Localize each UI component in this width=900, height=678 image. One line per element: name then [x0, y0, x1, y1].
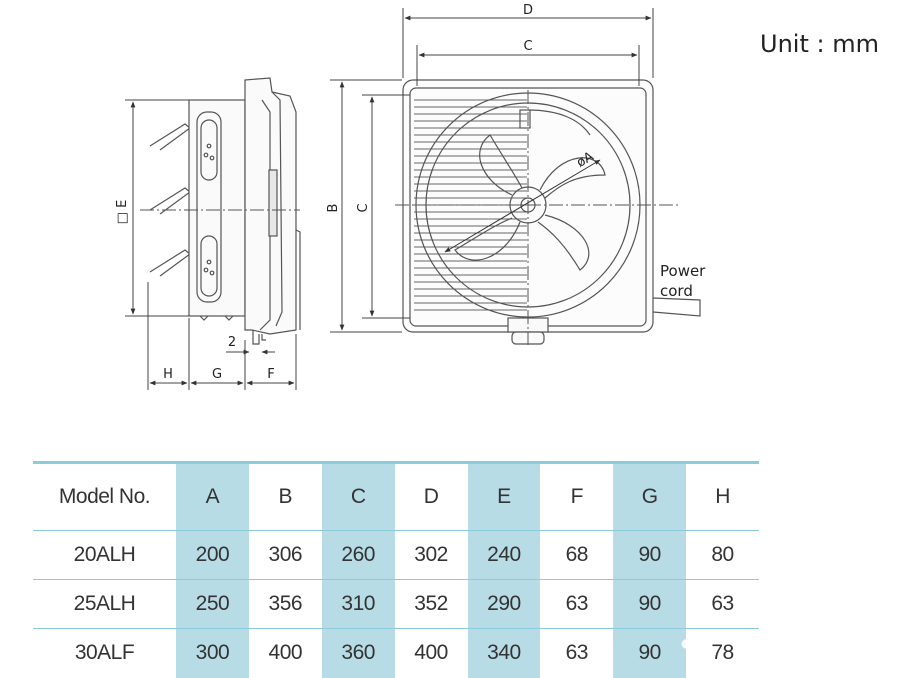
power-cord-label-line1: Power: [660, 262, 706, 280]
dim-label-d: D: [523, 3, 533, 18]
dim-label-c-side: C: [356, 203, 371, 212]
cell-model: 30ALF: [74, 641, 135, 665]
unit-label: Unit : mm: [760, 30, 879, 58]
cell-f: 63: [565, 641, 589, 665]
cell-b: 400: [268, 641, 303, 665]
cell-e: 290: [467, 579, 541, 629]
dim-label-h: H: [163, 367, 173, 382]
front-view: [402, 79, 701, 345]
cell-g: 90: [613, 628, 687, 678]
front-dimensions: [330, 8, 654, 333]
cell-a: 200: [176, 530, 249, 580]
dim-label-b: B: [326, 204, 341, 213]
table-row: 20ALH 200 306 260 302 240 68 90 80: [33, 530, 759, 580]
power-cord-label-line2: cord: [660, 282, 693, 300]
table-row: 30ALF 300 400 360 400 340 63 90 78: [33, 628, 759, 678]
cell-c: 310: [321, 579, 395, 629]
side-dimensions: [125, 99, 297, 390]
cell-h: 80: [711, 543, 734, 566]
cell-b: 306: [268, 543, 303, 566]
cell-d: 400: [414, 641, 448, 665]
dim-label-f: F: [267, 367, 274, 382]
cell-f: 63: [565, 592, 589, 615]
cell-d: 302: [414, 543, 448, 566]
cell-c: 360: [321, 628, 395, 678]
header-d: D: [394, 461, 468, 531]
spec-table: Model No. A B C D E F G H 20ALH 200 306 …: [33, 461, 759, 678]
dim-label-gap: 2: [228, 335, 236, 350]
cell-g: 90: [613, 579, 687, 629]
header-e: E: [467, 461, 541, 531]
header-b: B: [248, 461, 322, 531]
cell-h: 78: [711, 641, 734, 665]
dim-label-e: □ E: [115, 200, 130, 225]
table-header-row: Model No. A B C D E F G H: [33, 461, 759, 531]
header-c: C: [321, 461, 395, 531]
cell-d: 352: [414, 592, 448, 615]
technical-drawing: □ E H G F 2: [115, 3, 706, 390]
side-view: [149, 77, 301, 345]
cell-g: 90: [613, 530, 687, 580]
header-g: G: [613, 461, 687, 531]
dim-label-g: G: [212, 367, 222, 382]
cell-b: 356: [268, 592, 303, 615]
cell-a: 250: [176, 579, 249, 629]
cell-a: 300: [176, 628, 249, 678]
header-f: F: [540, 461, 614, 531]
cell-f: 68: [565, 543, 589, 566]
cell-e: 340: [467, 628, 541, 678]
dim-label-diameter: øA: [574, 149, 596, 170]
header-a: A: [176, 461, 249, 531]
dim-label-c-top: C: [523, 39, 532, 54]
cell-model: 25ALH: [73, 592, 136, 615]
header-h: H: [686, 461, 759, 531]
cell-model: 20ALH: [73, 543, 136, 566]
cell-c: 260: [321, 530, 395, 580]
cell-e: 240: [467, 530, 541, 580]
table-row: 25ALH 250 356 310 352 290 63 90 63: [33, 579, 759, 629]
cell-h: 63: [711, 592, 734, 615]
header-model: Model No.: [33, 461, 176, 531]
watermark-logo: [681, 628, 886, 658]
